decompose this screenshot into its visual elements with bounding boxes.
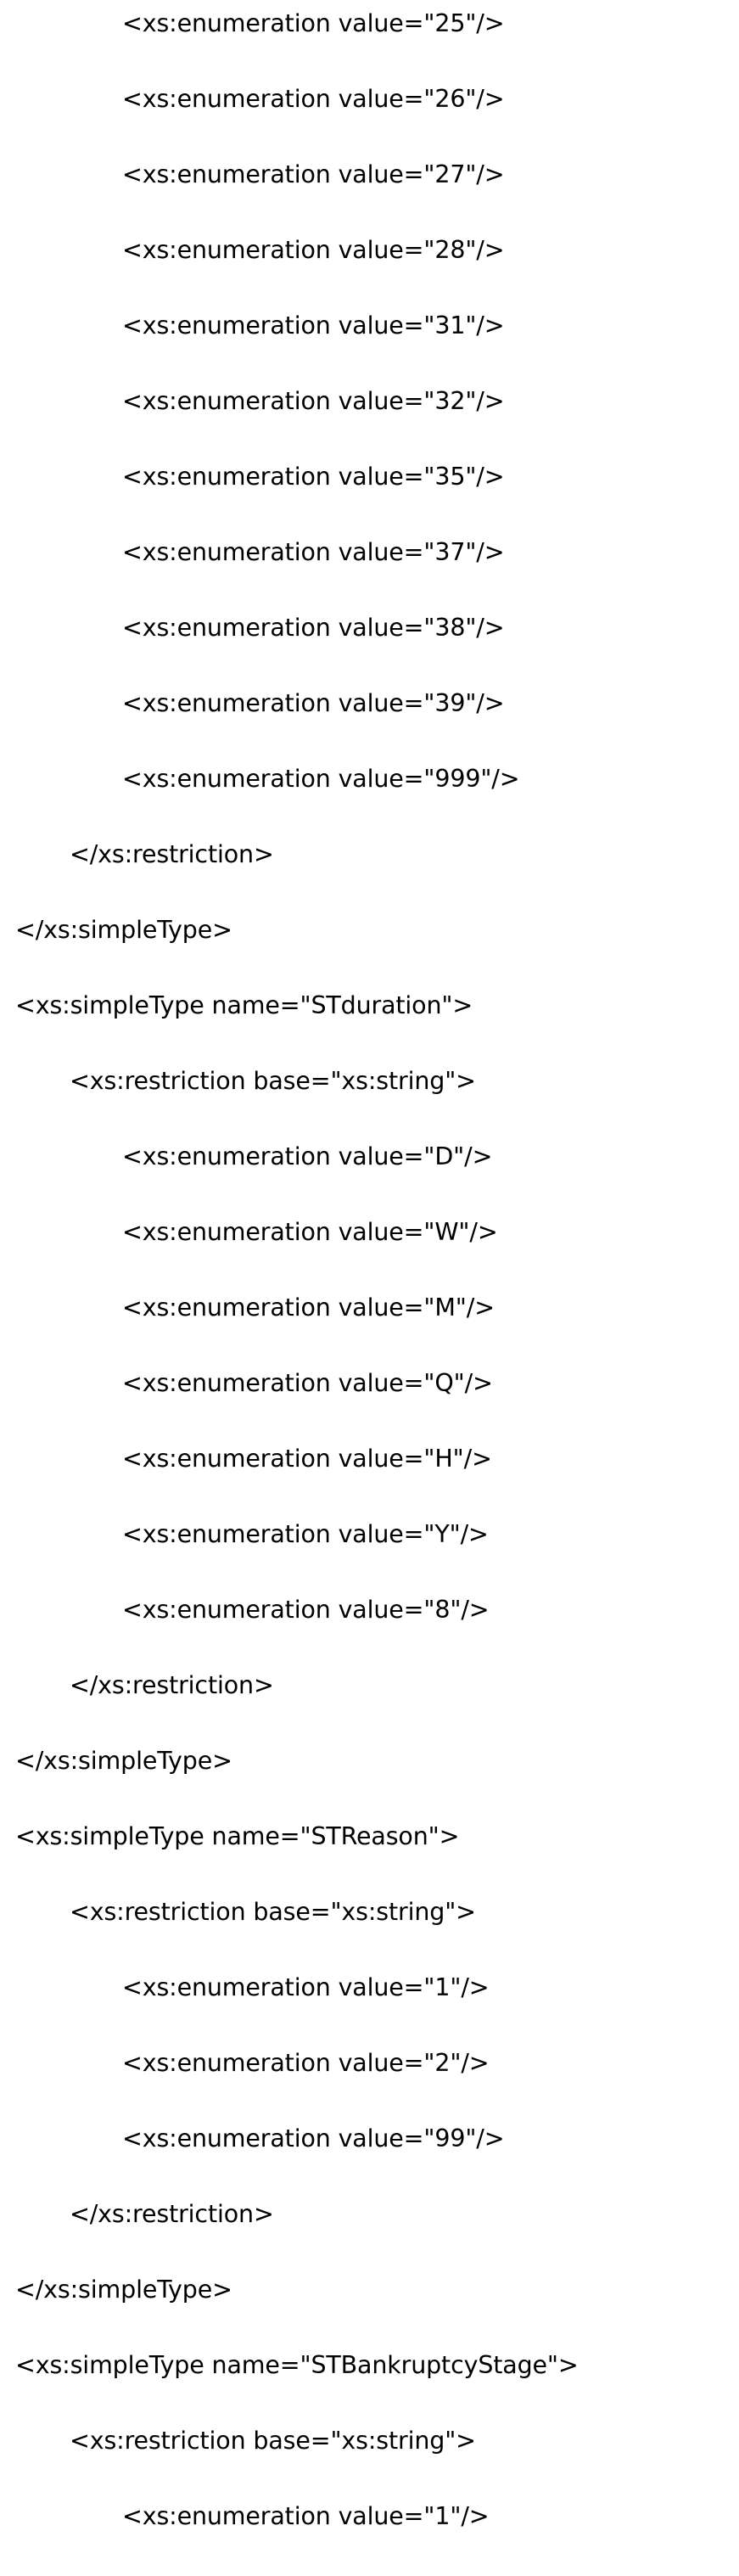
code-line: <xs:enumeration value="W"/> bbox=[122, 1218, 498, 1246]
code-line: </xs:restriction> bbox=[70, 1671, 274, 1699]
code-line: <xs:enumeration value="D"/> bbox=[122, 1142, 493, 1170]
code-line: <xs:enumeration value="H"/> bbox=[122, 1445, 492, 1473]
code-line: <xs:restriction base="xs:string"> bbox=[70, 1898, 476, 1926]
code-line: <xs:enumeration value="Q"/> bbox=[122, 1369, 493, 1397]
code-line: <xs:enumeration value="1"/> bbox=[122, 2502, 490, 2530]
code-line: <xs:simpleType name="STReason"> bbox=[15, 1822, 460, 1850]
code-line: <xs:enumeration value="26"/> bbox=[122, 85, 505, 113]
code-line: <xs:enumeration value="37"/> bbox=[122, 538, 505, 566]
code-line: <xs:restriction base="xs:string"> bbox=[70, 2427, 476, 2455]
code-line: </xs:restriction> bbox=[70, 840, 274, 868]
code-line: <xs:restriction base="xs:string"> bbox=[70, 1067, 476, 1095]
code-line: <xs:enumeration value="38"/> bbox=[122, 614, 505, 642]
code-line: </xs:simpleType> bbox=[15, 2276, 232, 2304]
code-line: </xs:simpleType> bbox=[15, 1747, 232, 1775]
code-line: <xs:enumeration value="8"/> bbox=[122, 1596, 490, 1624]
code-line: <xs:simpleType name="STBankruptcyStage"> bbox=[15, 2351, 579, 2379]
code-line: <xs:simpleType name="STduration"> bbox=[15, 991, 473, 1019]
code-line: </xs:restriction> bbox=[70, 2200, 274, 2228]
code-line: <xs:enumeration value="27"/> bbox=[122, 160, 505, 188]
code-line: </xs:simpleType> bbox=[15, 916, 232, 944]
code-line: <xs:enumeration value="999"/> bbox=[122, 765, 520, 793]
code-line: <xs:enumeration value="99"/> bbox=[122, 2124, 505, 2152]
code-line: <xs:enumeration value="35"/> bbox=[122, 463, 505, 491]
code-line: <xs:enumeration value="28"/> bbox=[122, 236, 505, 264]
code-line: <xs:enumeration value="1"/> bbox=[122, 1973, 490, 2001]
code-line: <xs:enumeration value="M"/> bbox=[122, 1294, 495, 1322]
code-line: <xs:enumeration value="2"/> bbox=[122, 2049, 490, 2077]
code-line: <xs:enumeration value="39"/> bbox=[122, 689, 505, 717]
code-line: <xs:enumeration value="32"/> bbox=[122, 387, 505, 415]
code-line: <xs:enumeration value="25"/> bbox=[122, 9, 505, 37]
code-line: <xs:enumeration value="31"/> bbox=[122, 311, 505, 340]
code-line: <xs:enumeration value="Y"/> bbox=[122, 1520, 489, 1548]
